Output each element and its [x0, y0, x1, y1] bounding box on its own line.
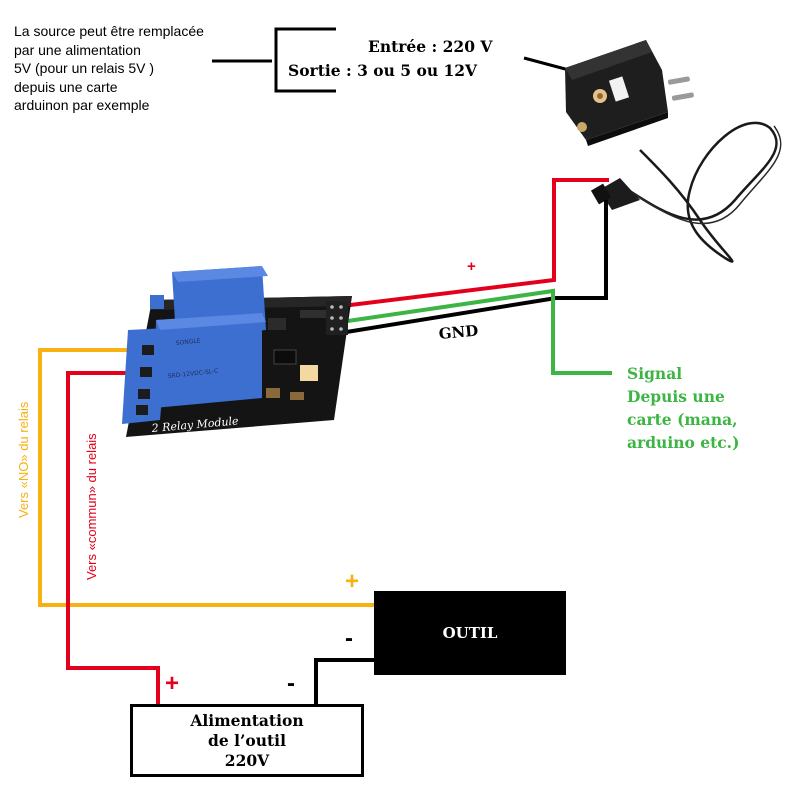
adapter-output-spec: Sortie : 3 ou 5 ou 12V	[288, 61, 478, 80]
alimentation-minus-sign: -	[287, 670, 295, 697]
alimentation-line: 220V	[224, 750, 270, 770]
source-note-line: La source peut être remplacée	[14, 23, 204, 39]
alimentation-plus-sign: +	[165, 670, 180, 697]
wire-black-gnd	[333, 200, 608, 336]
wire-black-tool	[314, 658, 374, 704]
outil-plus-sign: +	[345, 568, 360, 595]
outil-minus-sign: -	[345, 625, 353, 652]
relay-module-icon: SONGLE SRD-12VDC-SL-C 2 Relay Module	[122, 266, 352, 437]
alimentation-line: Alimentation	[190, 710, 304, 730]
signal-label-line: arduino etc.)	[627, 433, 740, 452]
source-note-line: 5V (pour un relais 5V )	[14, 60, 155, 76]
relay-brand-label: SONGLE	[175, 337, 201, 347]
note-bracket	[212, 27, 336, 93]
wire-red-common	[66, 371, 160, 704]
outil-box: OUTIL	[374, 591, 566, 675]
alimentation-box: Alimentation de l’outil 220V	[130, 704, 364, 777]
source-note: La source peut être remplacée par une al…	[14, 22, 269, 115]
source-note-line: par une alimentation	[14, 41, 141, 58]
alimentation-line: de l’outil	[208, 730, 286, 750]
source-note-line: depuis une carte	[14, 78, 118, 95]
outil-label: OUTIL	[442, 624, 498, 642]
signal-label-line: carte (mana,	[627, 410, 738, 429]
wire-red-plus	[333, 178, 609, 309]
signal-label-line: Signal	[627, 364, 683, 383]
wire-plus-label: +	[467, 258, 476, 275]
signal-label: Signal Depuis une carte (mana, arduino e…	[627, 362, 739, 454]
adapter-input-spec: Entrée : 220 V	[368, 37, 493, 56]
wire-gnd-label: GND	[438, 321, 479, 343]
wall-adapter-icon	[565, 40, 782, 263]
wire-orange	[38, 348, 374, 607]
vers-commun-label: Vers «commun» du relais	[84, 433, 99, 580]
wire-green-signal	[333, 288, 612, 375]
source-note-line: arduinon par exemple	[14, 97, 150, 113]
vers-no-label: Vers «NO» du relais	[16, 401, 31, 518]
signal-label-line: Depuis une	[627, 387, 725, 406]
